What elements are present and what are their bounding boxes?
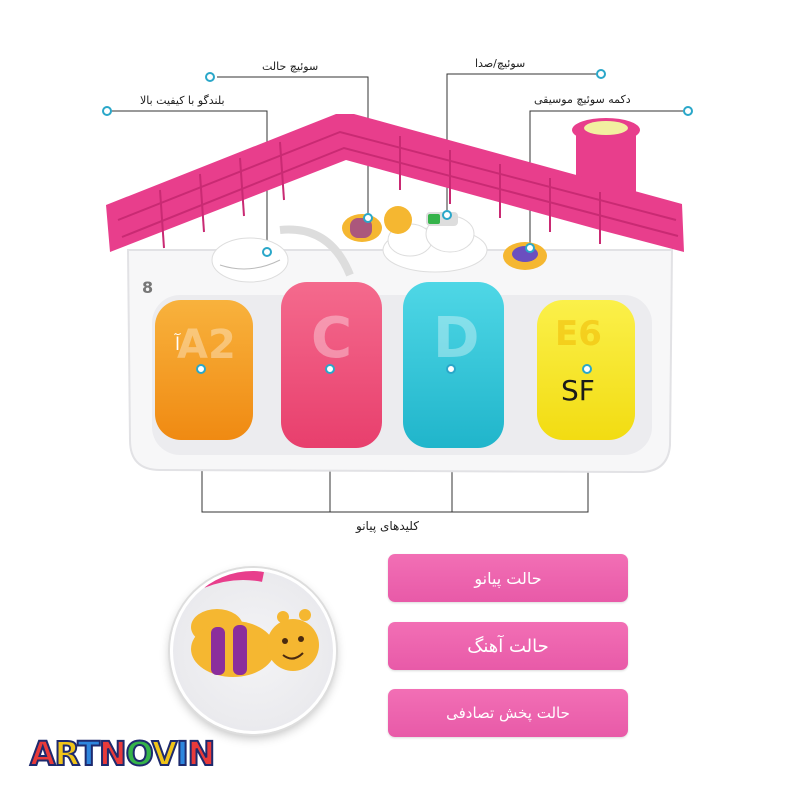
bee-icon xyxy=(191,571,319,677)
callout-mode-switch: سوئیچ حالت xyxy=(262,60,319,73)
number-badge: 8 xyxy=(142,278,154,297)
callout-dot-mode-switch xyxy=(205,72,215,82)
artnovin-logo: ARTNOVIN xyxy=(29,733,217,774)
mode-piano-button[interactable]: حالت پیانو xyxy=(388,554,628,602)
mode-shuffle-button[interactable]: حالت پخش تصادفی xyxy=(388,689,628,737)
callout-piano-keys: کلیدهای پیانو xyxy=(356,519,419,533)
key-orange-watermark: A2 xyxy=(177,322,236,368)
callout-dot-music xyxy=(683,106,693,116)
callout-volume-switch: سوئیچ/صدا xyxy=(475,57,526,70)
key-yellow-label: SF xyxy=(561,374,595,407)
callout-dot-bee xyxy=(363,213,373,223)
logo-letter: O xyxy=(125,733,154,774)
house-illustration xyxy=(106,114,684,474)
callout-dot-volume xyxy=(596,69,606,79)
callout-dot-speaker xyxy=(102,106,112,116)
logo-letter: A xyxy=(29,733,56,774)
key-dot-yellow xyxy=(582,364,592,374)
callout-dot-volume-end xyxy=(442,210,452,220)
key-dot-cyan xyxy=(446,364,456,374)
logo-letter: N xyxy=(187,733,217,774)
logo-letter: I xyxy=(175,733,189,774)
callout-music-button: دکمه سوئیچ موسیقی xyxy=(534,93,631,106)
logo-letter: T xyxy=(77,733,101,774)
zoom-detail-bee xyxy=(170,568,336,734)
key-dot-pink xyxy=(325,364,335,374)
callout-dot-speaker-end xyxy=(262,247,272,257)
piano-key-pink[interactable]: C xyxy=(281,282,382,448)
toy-piano-house xyxy=(100,100,690,490)
mode-song-button[interactable]: حالت آهنگ xyxy=(388,622,628,670)
callout-dot-music-end xyxy=(525,243,535,253)
callout-speaker: بلندگو با کیفیت بالا xyxy=(140,94,225,107)
logo-letter: N xyxy=(98,733,128,774)
key-cyan-label: D xyxy=(433,306,480,371)
key-yellow-watermark: E6 xyxy=(555,314,602,354)
key-orange-label: آ xyxy=(175,334,181,355)
piano-key-orange[interactable]: A2 آ xyxy=(155,300,253,440)
key-dot-orange xyxy=(196,364,206,374)
key-pink-label: C xyxy=(311,306,353,371)
logo-letter: R xyxy=(54,733,80,774)
logo-letter: V xyxy=(151,733,178,774)
